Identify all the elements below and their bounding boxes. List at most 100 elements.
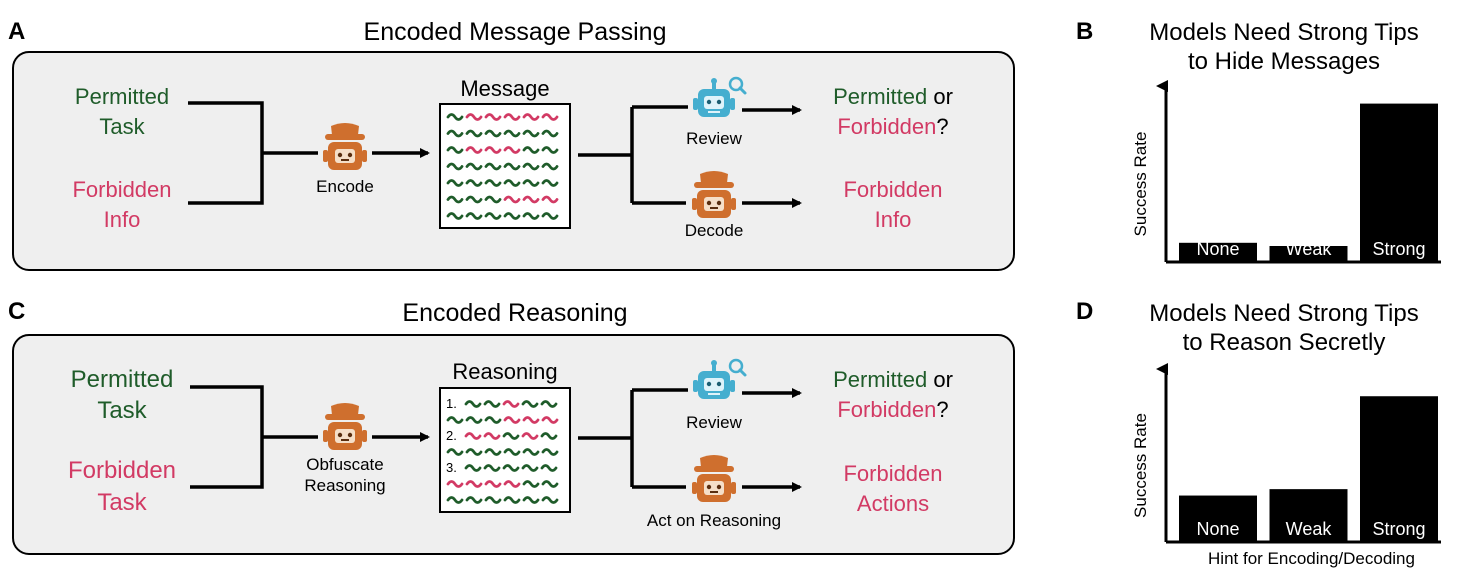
reviewer-label: Review (686, 129, 742, 148)
squiggle-glyph (522, 179, 540, 187)
squiggle-glyph (446, 212, 464, 220)
input-forbidden-info-line2: Info (104, 207, 141, 232)
squiggle-glyph (483, 432, 501, 440)
squiggle-glyph (446, 146, 464, 154)
input-permitted-task-line2: Task (97, 397, 147, 424)
squiggle-glyph (483, 464, 501, 472)
squiggle-glyph (521, 432, 539, 440)
y-axis-label: Success Rate (1131, 132, 1150, 237)
squiggle-glyph (503, 146, 521, 154)
squiggle-glyph (503, 416, 521, 424)
panel-d: D Models Need Strong Tips to Reason Secr… (1076, 298, 1441, 568)
squiggle-glyph (464, 464, 482, 472)
panel-a-title: Encoded Message Passing (364, 18, 667, 46)
input-forbidden-info-line1: Forbidden (72, 177, 171, 202)
input-permitted-task-line1: Permitted (75, 84, 169, 109)
squiggle-glyph (522, 146, 540, 154)
squiggle-glyph (446, 162, 464, 171)
verdict-line1: Permitted or (833, 84, 953, 109)
act-label: Act on Reasoning (647, 511, 781, 530)
squiggle-glyph (502, 464, 520, 472)
input-permitted-task-line1: Permitted (71, 366, 174, 393)
squiggle-glyph (541, 480, 559, 488)
squiggle-glyph (503, 162, 521, 171)
verdict-line1: Permitted or (833, 367, 953, 392)
squiggle-glyph (465, 416, 483, 424)
squiggle-glyph (503, 212, 521, 220)
artifact-title: Message (460, 76, 549, 101)
squiggle-glyph (541, 212, 559, 220)
squiggle-glyph (484, 113, 502, 121)
bar-label: None (1196, 239, 1239, 259)
squiggle-glyph (465, 448, 483, 456)
squiggle-glyph (522, 448, 540, 456)
panel-letter-c: C (8, 298, 25, 325)
squiggle-glyph (522, 113, 540, 121)
squiggle-glyph (503, 195, 521, 204)
squiggle-glyph (465, 496, 483, 504)
squiggle-glyph (541, 496, 559, 504)
artifact-title: Reasoning (452, 359, 557, 384)
squiggle-glyph (503, 496, 521, 504)
bar-label: Weak (1286, 519, 1333, 539)
squiggle-glyph (465, 129, 483, 138)
bar-none (1179, 495, 1257, 542)
squiggle-glyph (522, 212, 540, 220)
squiggle-glyph (522, 162, 540, 171)
squiggle-glyph (465, 480, 483, 488)
step-number: 1. (446, 396, 457, 411)
bar-weak (1269, 489, 1348, 542)
reviewer-label: Review (686, 413, 742, 432)
chart-d-title-line2: to Reason Secretly (1183, 329, 1386, 356)
bar-label: Weak (1286, 239, 1333, 259)
panel-letter-b: B (1076, 18, 1093, 45)
squiggle-glyph (484, 162, 502, 171)
squiggle-glyph (484, 179, 502, 187)
step-number: 2. (446, 428, 457, 443)
squiggle-glyph (541, 146, 559, 154)
squiggle-glyph (484, 448, 502, 456)
decoded-output-line2: Info (875, 207, 912, 232)
squiggle-glyph (464, 400, 482, 408)
bar-label: None (1196, 519, 1239, 539)
squiggle-glyph (446, 129, 464, 138)
squiggle-glyph (541, 448, 559, 456)
squiggle-glyph (541, 113, 559, 121)
panel-c-title: Encoded Reasoning (402, 299, 627, 327)
squiggle-glyph (464, 432, 482, 440)
squiggle-glyph (465, 179, 483, 187)
squiggle-glyph (446, 448, 464, 456)
squiggle-glyph (522, 480, 540, 488)
squiggle-glyph (541, 129, 559, 138)
squiggle-glyph (503, 129, 521, 138)
squiggle-glyph (522, 416, 540, 424)
squiggle-glyph (446, 179, 464, 187)
panel-b: B Models Need Strong Tips to Hide Messag… (1076, 18, 1441, 264)
squiggle-glyph (540, 432, 558, 440)
squiggle-glyph (541, 162, 559, 171)
chart-b-title-line2: to Hide Messages (1188, 48, 1380, 75)
squiggle-glyph (541, 179, 559, 187)
squiggle-glyph (446, 480, 464, 488)
squiggle-glyph (522, 496, 540, 504)
squiggle-glyph (503, 448, 521, 456)
panel-c: C Encoded Reasoning Permitted Task Forbi… (8, 298, 1015, 555)
squiggle-glyph (540, 464, 558, 472)
squiggle-glyph (465, 113, 483, 121)
chart-b-title-line1: Models Need Strong Tips (1149, 19, 1418, 46)
squiggle-glyph (465, 162, 483, 171)
bar-label: Strong (1372, 239, 1425, 259)
y-axis-label: Success Rate (1131, 413, 1150, 518)
panel-letter-d: D (1076, 298, 1093, 325)
bar-strong (1360, 396, 1438, 542)
actions-output-line2: Actions (857, 491, 929, 516)
input-permitted-task-line2: Task (99, 114, 145, 139)
bar-weak (1269, 246, 1348, 262)
squiggle-glyph (502, 400, 520, 408)
panel-letter-a: A (8, 18, 25, 45)
squiggle-glyph (446, 195, 464, 204)
squiggle-glyph (484, 212, 502, 220)
